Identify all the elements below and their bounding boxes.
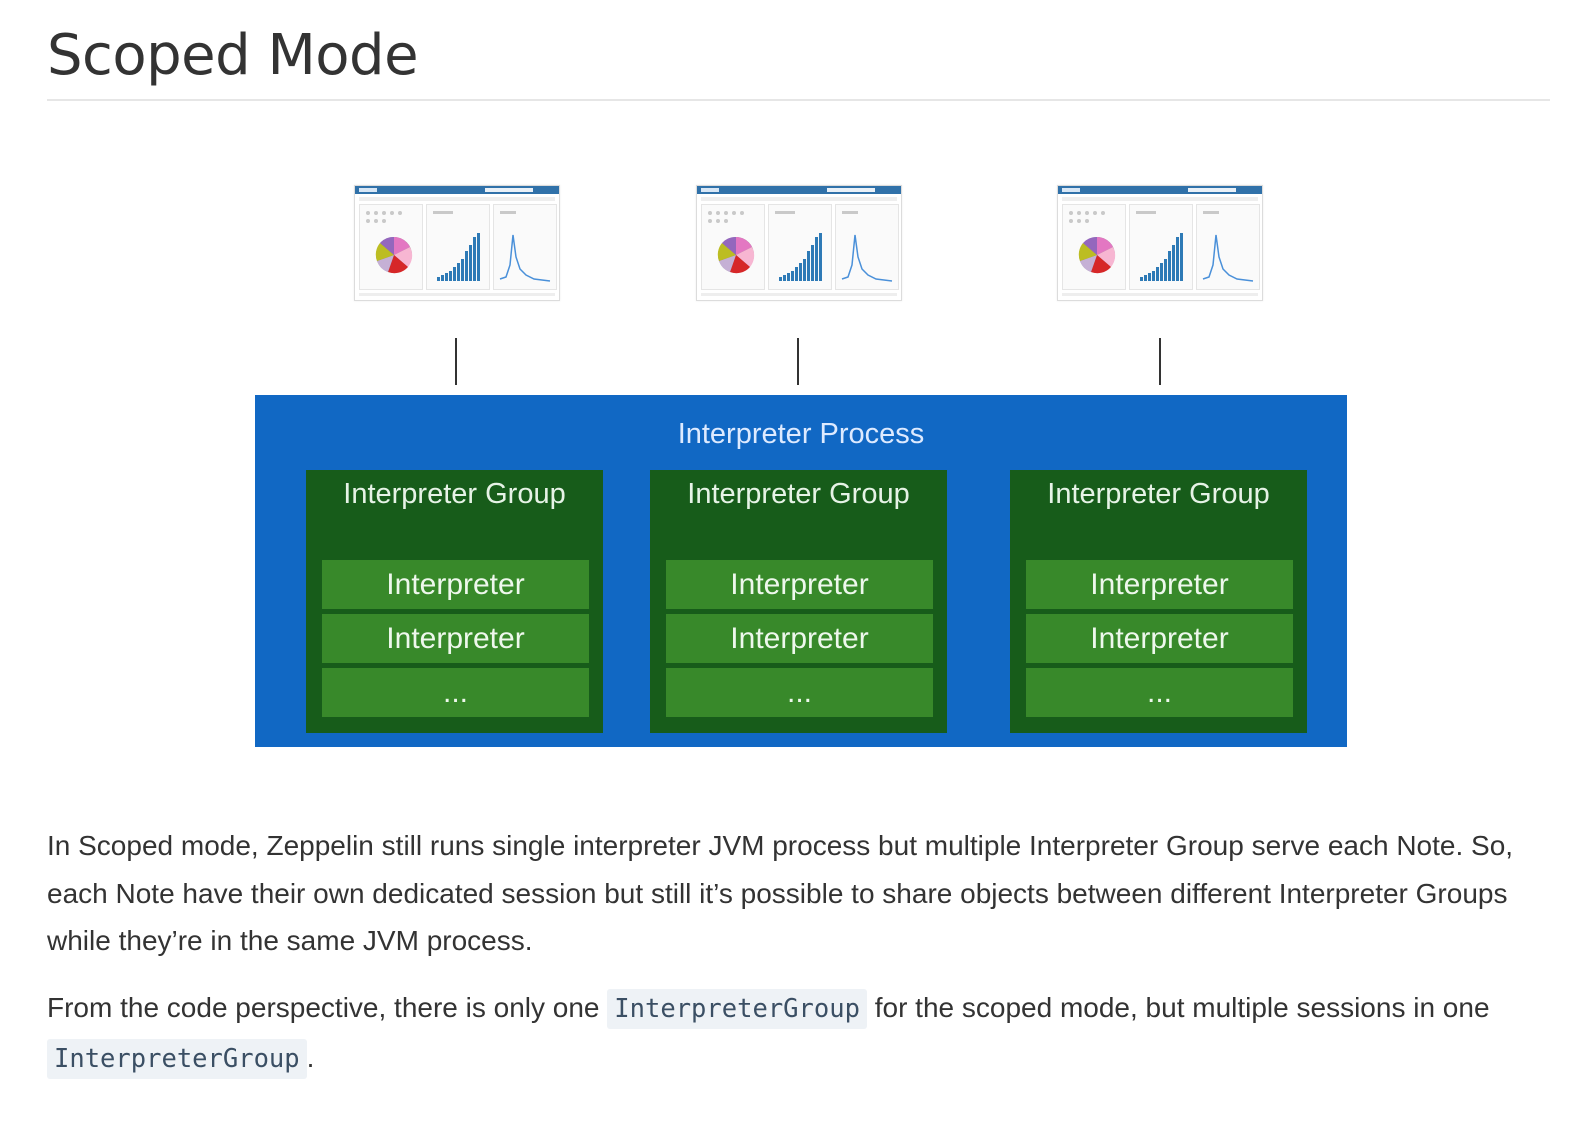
interpreter-box: Interpreter	[1026, 560, 1293, 609]
interpreter-group-box: Interpreter Group Interpreter Interprete…	[306, 470, 603, 733]
line-chart-panel	[493, 204, 557, 290]
title-divider	[47, 99, 1550, 101]
note-screenshot-icon	[1057, 185, 1263, 301]
interpreter-box: Interpreter	[322, 560, 589, 609]
bar-chart-icon	[433, 211, 480, 281]
pie-chart-panel	[701, 204, 765, 290]
pie-chart-icon	[1069, 211, 1116, 274]
interpreter-ellipsis-box: ...	[1026, 668, 1293, 717]
note-toolbar	[701, 197, 897, 201]
bar-chart-icon	[775, 211, 822, 281]
note-toolbar	[359, 197, 555, 201]
line-chart-icon	[499, 211, 551, 282]
inline-code: InterpreterGroup	[47, 1038, 307, 1079]
note-navbar	[1058, 186, 1262, 194]
interpreter-group-box: Interpreter Group Interpreter Interprete…	[650, 470, 947, 733]
description-paragraph: In Scoped mode, Zeppelin still runs sing…	[47, 830, 1514, 956]
paragraph-text: .	[306, 1041, 315, 1073]
note-connector-line	[797, 338, 799, 385]
note-connector-line	[455, 338, 457, 385]
note-navbar	[697, 186, 901, 194]
line-chart-panel	[1196, 204, 1260, 290]
code-perspective-paragraph: From the code perspective, there is only…	[47, 984, 1547, 1083]
paragraph-text: From the code perspective, there is only…	[47, 992, 608, 1023]
interpreter-group-label: Interpreter Group	[1047, 478, 1270, 510]
interpreter-group-label: Interpreter Group	[687, 478, 910, 510]
interpreter-box: Interpreter	[322, 614, 589, 663]
bar-chart-icon	[1136, 211, 1183, 281]
line-chart-panel	[835, 204, 899, 290]
note-navbar	[355, 186, 559, 194]
note-connector-line	[1159, 338, 1161, 385]
bar-chart-panel	[1129, 204, 1193, 290]
page-title: Scoped Mode	[47, 23, 419, 88]
line-chart-icon	[1202, 211, 1254, 282]
note-screenshot-icon	[696, 185, 902, 301]
pie-chart-icon	[708, 211, 755, 274]
interpreter-box: Interpreter	[666, 560, 933, 609]
note-toolbar	[1062, 197, 1258, 201]
bar-chart-panel	[426, 204, 490, 290]
interpreter-ellipsis-box: ...	[322, 668, 589, 717]
interpreter-group-label: Interpreter Group	[343, 478, 566, 510]
interpreter-process-box: Interpreter Process Interpreter Group In…	[255, 395, 1347, 747]
interpreter-ellipsis-box: ...	[666, 668, 933, 717]
pie-chart-panel	[1062, 204, 1126, 290]
interpreter-process-label: Interpreter Process	[677, 418, 925, 450]
interpreter-group-box: Interpreter Group Interpreter Interprete…	[1010, 470, 1307, 733]
line-chart-icon	[841, 211, 893, 282]
bar-chart-panel	[768, 204, 832, 290]
note-screenshot-icon	[354, 185, 560, 301]
pie-chart-icon	[366, 211, 413, 274]
interpreter-box: Interpreter	[1026, 614, 1293, 663]
pie-chart-panel	[359, 204, 423, 290]
inline-code: InterpreterGroup	[607, 989, 867, 1029]
interpreter-box: Interpreter	[666, 614, 933, 663]
paragraph-text: for the scoped mode, but multiple sessio…	[866, 992, 1490, 1023]
